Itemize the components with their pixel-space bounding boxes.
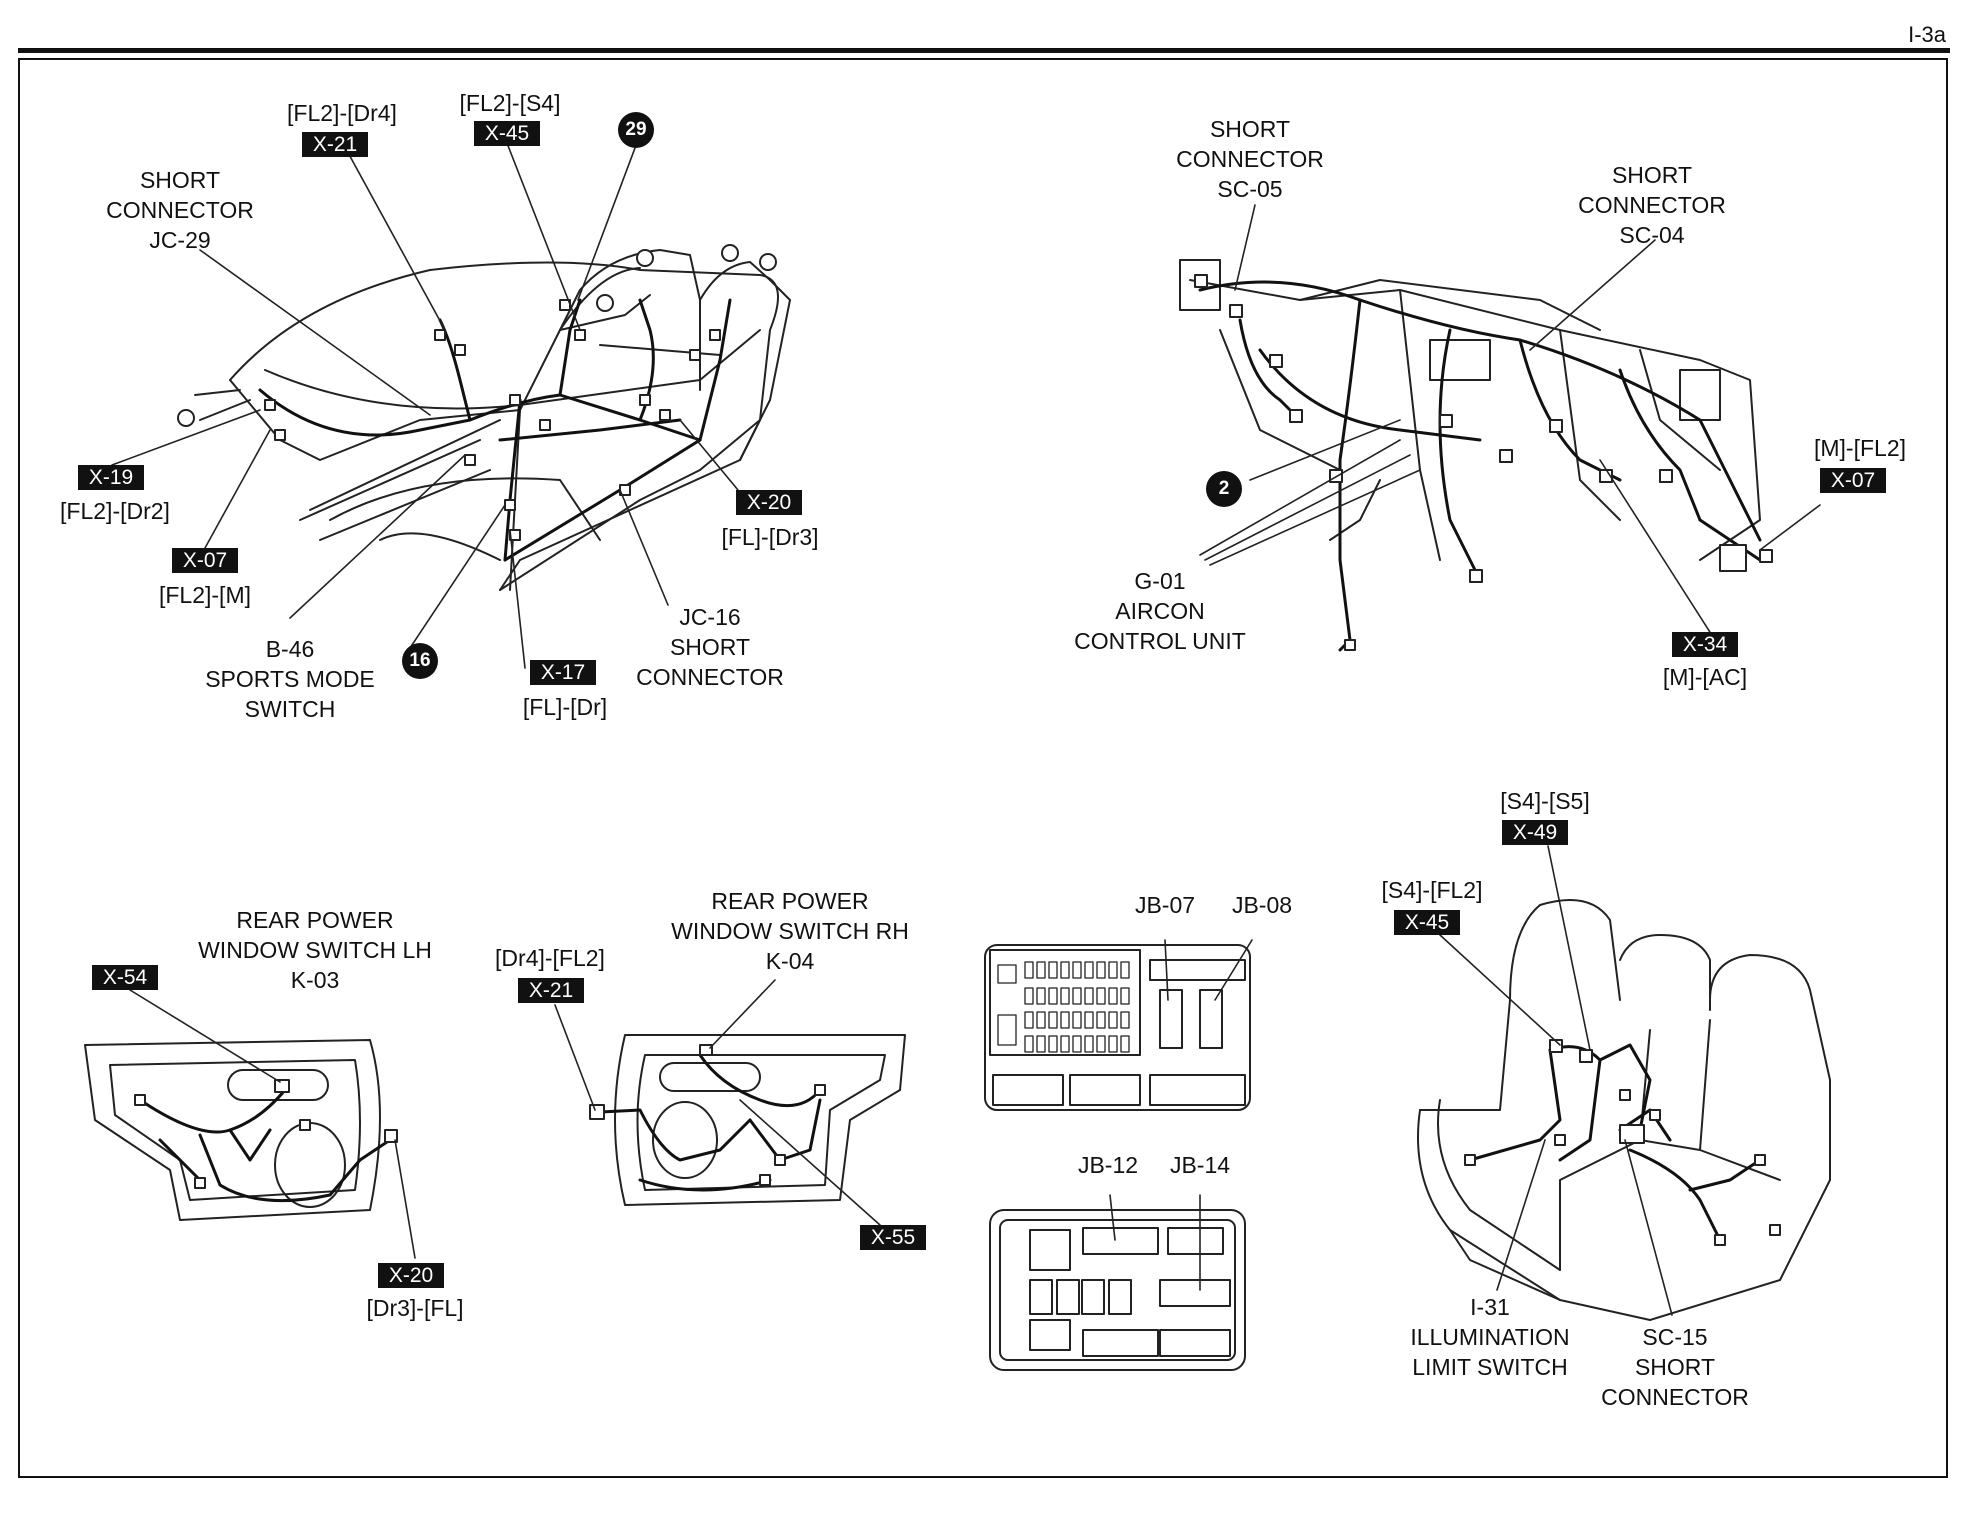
route-x45-top: [FL2]-[S4] — [459, 90, 561, 116]
badge-x07-left: X-07 — [172, 548, 238, 573]
route-x49: [S4]-[S5] — [1500, 788, 1590, 814]
rear-seat-drawing — [1417, 899, 1831, 1321]
badge-x21-top: X-21 — [302, 132, 368, 157]
label-jb14: JB-14 — [1169, 1152, 1231, 1178]
rear-seat-callout-lines — [1439, 845, 1673, 1316]
label-k04-rear-power-window-switch-rh: REAR POWER WINDOW SWITCH RH K-04 — [671, 888, 909, 974]
label-jb12: JB-12 — [1077, 1152, 1139, 1178]
badge-x45-seat: X-45 — [1394, 910, 1460, 935]
label-sc04-short-connector: SHORT CONNECTOR SC-04 — [1578, 162, 1726, 248]
label-sc05-short-connector: SHORT CONNECTOR SC-05 — [1176, 116, 1324, 202]
badge-x34: X-34 — [1672, 632, 1738, 657]
bullet-29: 29 — [618, 112, 654, 148]
header-rule — [18, 48, 1950, 53]
route-x21-top: [FL2]-[Dr4] — [287, 100, 397, 126]
dashboard-callout-lines — [1199, 204, 1821, 641]
badge-x20-top: X-20 — [736, 490, 802, 515]
door-lh-harness — [138, 1088, 392, 1203]
door-rh-drawing — [614, 1034, 906, 1206]
car-body-drawing — [194, 249, 791, 591]
badge-x20-door: X-20 — [378, 1263, 444, 1288]
badge-x21-door: X-21 — [518, 978, 584, 1003]
dashboard-connectors — [1194, 274, 1773, 651]
badge-x49: X-49 — [1502, 820, 1568, 845]
label-g01-aircon-control-unit: G-01 AIRCON CONTROL UNIT — [1074, 568, 1246, 654]
label-jc29-short-connector: SHORT CONNECTOR JC-29 — [106, 167, 254, 253]
car-callout-lines — [111, 137, 739, 669]
door-rh-callout-lines — [554, 979, 881, 1226]
route-x07-right: [M]-[FL2] — [1813, 435, 1906, 461]
bullet-2: 2 — [1206, 471, 1242, 507]
route-x21-door: [Dr4]-[FL2] — [495, 945, 605, 971]
door-lh-callout-lines — [129, 989, 416, 1259]
route-x20-top: [FL]-[Dr3] — [721, 524, 819, 550]
badge-x55: X-55 — [860, 1225, 926, 1250]
rear-seat-connectors — [1464, 1039, 1781, 1246]
junction-block-lower — [989, 1194, 1246, 1371]
route-x45-seat: [S4]-[FL2] — [1381, 877, 1483, 903]
label-jc16-short-connector: JC-16 SHORT CONNECTOR — [636, 604, 784, 690]
route-x20-door: [Dr3]-[FL] — [366, 1295, 464, 1321]
label-sc15-short-connector: SC-15 SHORT CONNECTOR — [1601, 1324, 1749, 1410]
label-jb07: JB-07 — [1134, 892, 1196, 918]
junction-block-upper — [984, 939, 1253, 1111]
label-k03-rear-power-window-switch-lh: REAR POWER WINDOW SWITCH LH K-03 — [198, 907, 432, 993]
route-x34: [M]-[AC] — [1662, 664, 1748, 690]
route-x19: [FL2]-[Dr2] — [60, 498, 170, 524]
dashboard-drawing — [1179, 259, 1761, 561]
bullet-16: 16 — [402, 643, 438, 679]
route-x17: [FL]-[Dr] — [522, 694, 608, 720]
badge-x17: X-17 — [530, 660, 596, 685]
page-reference: I-3a — [1908, 22, 1946, 47]
diagram-frame — [18, 58, 1948, 1478]
route-x07-left: [FL2]-[M] — [158, 582, 251, 608]
label-jb08: JB-08 — [1231, 892, 1293, 918]
badge-x19: X-19 — [78, 465, 144, 490]
badge-x54: X-54 — [92, 965, 158, 990]
car-connectors — [177, 244, 777, 541]
door-lh-connectors — [134, 1079, 398, 1189]
badge-x45-top: X-45 — [474, 121, 540, 146]
badge-x07-right: X-07 — [1820, 468, 1886, 493]
door-rh-connectors — [589, 1044, 826, 1186]
door-rh-harness — [598, 1053, 822, 1192]
rear-seat-harness — [1468, 1043, 1762, 1242]
label-b46-sports-mode-switch: B-46 SPORTS MODE SWITCH — [205, 636, 375, 722]
label-i31-illumination-limit-switch: I-31 ILLUMINATION LIMIT SWITCH — [1410, 1294, 1570, 1380]
